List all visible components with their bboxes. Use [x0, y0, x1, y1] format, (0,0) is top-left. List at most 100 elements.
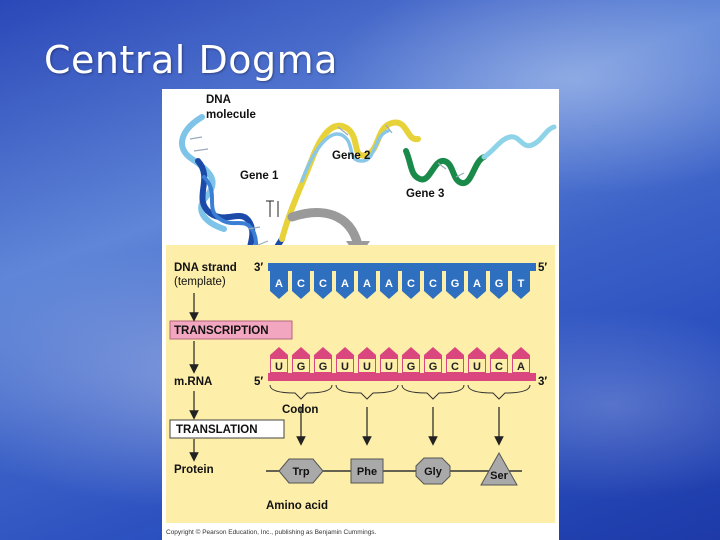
transcription-label: TRANSCRIPTION [174, 325, 269, 337]
rna-base-face [337, 359, 353, 372]
dna-base-letter: A [275, 278, 283, 290]
transcription-box [169, 320, 293, 340]
dna-base-shape [512, 271, 530, 299]
translation-label: TRANSLATION [176, 424, 258, 436]
amino-acid-name: Phe [357, 466, 377, 478]
rna-base-tile: U [358, 347, 376, 373]
rna-base-tile: G [314, 347, 332, 373]
dna-helix [179, 114, 557, 267]
rna-base-letter: G [407, 361, 416, 373]
dna-base-tile: A [270, 271, 288, 299]
amino-acid-label: Amino acid [266, 500, 328, 512]
codon-bracket [269, 384, 333, 400]
rna-base-face [513, 359, 529, 372]
dna-helix-tail [481, 124, 557, 160]
rna-base-letter: U [341, 361, 349, 373]
dna-base-letter: A [341, 278, 349, 290]
dna-base-tile: A [468, 271, 486, 299]
dna-base-shape [292, 271, 310, 299]
amino-acid: Phe [350, 458, 384, 484]
gene1-bracket [266, 200, 279, 217]
rna-base-tile: G [424, 347, 442, 373]
codon-brackets [269, 384, 531, 446]
codon-bracket [401, 384, 465, 400]
mrna-five-prime: 5′ [254, 376, 263, 388]
rna-base-letter: A [517, 361, 525, 373]
rna-base-face [315, 359, 331, 372]
dna-base-shape [270, 271, 288, 299]
central-dogma-figure: DNA molecule Gene 1 Gene 2 Gene 3 DNA st… [162, 89, 559, 540]
gene3-helix [403, 148, 487, 186]
rna-base-letter: U [385, 361, 393, 373]
dna-base-tile: A [358, 271, 376, 299]
dna-base-tile: C [402, 271, 420, 299]
dna-molecule-label-2: molecule [206, 109, 256, 121]
dna-base-tile: T [512, 271, 530, 299]
rna-base-face [271, 359, 287, 372]
rna-base-tile: U [270, 347, 288, 373]
rna-base-letter: G [297, 361, 306, 373]
codon-bracket [467, 384, 531, 400]
rna-base-tile: G [402, 347, 420, 373]
copyright-text: Copyright © Pearson Education, Inc., pub… [166, 528, 377, 536]
rna-base-tile: U [336, 347, 354, 373]
zoom-arrow [287, 208, 363, 250]
amino-acid-name: Trp [292, 466, 309, 478]
rna-base-face [403, 359, 419, 372]
amino-acid-shape [480, 451, 518, 486]
amino-acid-shape [278, 458, 324, 484]
dna-base-letter: A [473, 278, 481, 290]
rna-base-letter: G [429, 361, 438, 373]
dna-base-tile: G [490, 271, 508, 299]
mrna-label: m.RNA [174, 376, 212, 388]
dna-base-tile: C [292, 271, 310, 299]
dna-base-letter: C [429, 278, 437, 290]
dna-base-letter: A [385, 278, 393, 290]
amino-acid: Trp [278, 458, 324, 484]
amino-acid-shape [350, 458, 384, 484]
translation-box [169, 419, 285, 439]
dna-base-letter: T [518, 278, 525, 290]
dna-molecule-label-1: DNA [206, 94, 231, 106]
amino-acid-shape [415, 457, 451, 485]
rna-base-tile: U [468, 347, 486, 373]
rna-base-tile: G [292, 347, 310, 373]
dna-base-letter: A [363, 278, 371, 290]
rna-base-face [293, 359, 309, 372]
dna-base-letter: C [297, 278, 305, 290]
dna-base-shape [336, 271, 354, 299]
dna-helix-strand-light [179, 114, 227, 232]
dna-base-shape [402, 271, 420, 299]
dna-base-tile: A [380, 271, 398, 299]
rna-base-face [469, 359, 485, 372]
dna-base-shape [358, 271, 376, 299]
amino-acid-name: Ser [490, 470, 508, 482]
dna-base-shape [314, 271, 332, 299]
mrna-three-prime: 3′ [538, 376, 547, 388]
dna-base-tile: A [336, 271, 354, 299]
mrna-backbone [268, 373, 536, 381]
gene2-label: Gene 2 [332, 150, 370, 162]
dna-base-tile: C [424, 271, 442, 299]
rna-base-letter: U [275, 361, 283, 373]
dna-base-shape [424, 271, 442, 299]
rna-base-letter: U [473, 361, 481, 373]
rna-base-face [447, 359, 463, 372]
rna-base-letter: C [451, 361, 459, 373]
dna-base-letter: C [407, 278, 415, 290]
dna-base-letter: G [451, 278, 460, 290]
rna-base-tile: C [446, 347, 464, 373]
rna-base-tile: U [380, 347, 398, 373]
gene2-helix-light [300, 129, 390, 183]
dna-base-shape [490, 271, 508, 299]
rna-base-tile: A [512, 347, 530, 373]
rna-base-face [359, 359, 375, 372]
dna-base-letter: G [495, 278, 504, 290]
gene1-label: Gene 1 [240, 170, 279, 182]
dna-base-shape [446, 271, 464, 299]
protein-label: Protein [174, 464, 214, 476]
dna-rungs [189, 124, 465, 246]
